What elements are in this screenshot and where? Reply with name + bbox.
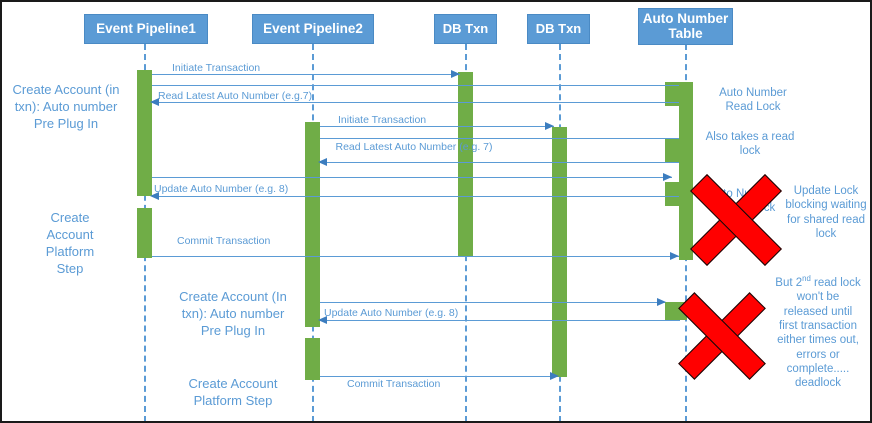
- message-label-update-auto-number-2: Update Auto Number (e.g. 8): [324, 307, 459, 319]
- note-line: Auto Number: [719, 87, 787, 99]
- note-line: for shared read: [787, 213, 865, 226]
- message-line-return-2: [320, 138, 679, 139]
- arrow-update-auto-number-1: [150, 191, 159, 200]
- stage-label-line: Pre Plug In: [200, 322, 266, 338]
- note-auto-number-read-lock: Auto Number Read Lock: [694, 86, 812, 115]
- stage-label-line: Pre Plug In: [33, 115, 99, 131]
- note-line: either times out,: [777, 334, 859, 347]
- message-line-read-latest-auto-number-2: [320, 162, 679, 163]
- arrow-second-update-request: [657, 297, 666, 306]
- note-line: lock: [739, 145, 761, 158]
- message-line-update-request: [152, 177, 672, 178]
- stage-label-line: Create Account (In: [179, 289, 287, 304]
- arrow-commit-transaction-2: [550, 371, 559, 380]
- message-label-update-auto-number-1: Update Auto Number (e.g. 8): [154, 183, 289, 195]
- activation-ep1-main: [137, 70, 152, 196]
- activation-ant-readlock-2: [665, 138, 680, 162]
- participant-auto-number-table[interactable]: Auto Number Table: [638, 8, 733, 45]
- message-line-commit-transaction-2: [320, 376, 554, 377]
- note-also-takes-read-lock: Also takes a read lock: [688, 130, 812, 159]
- note-line: lock: [815, 228, 837, 241]
- participant-db-txn-2[interactable]: DB Txn: [527, 14, 590, 44]
- stage-label-line: Step: [56, 260, 84, 276]
- note-update-lock-blocking: Update Lock blocking waiting for shared …: [780, 184, 870, 242]
- activation-ant-readlock-1: [665, 82, 680, 106]
- note-line: Read Lock: [725, 101, 781, 114]
- note-line: won't be: [796, 291, 840, 304]
- error-x-deadlock: [678, 292, 766, 380]
- stage-label-line: Create Account: [188, 376, 278, 391]
- message-line-update-auto-number-2: [320, 320, 680, 321]
- arrow-read-latest-auto-number-1: [150, 97, 159, 106]
- note-line: Also takes a read: [705, 131, 795, 143]
- message-line-commit-transaction-1: [152, 256, 679, 257]
- stage-label-line: Create: [50, 210, 90, 225]
- activation-ep2-main: [305, 122, 320, 327]
- message-line-second-update-request: [320, 302, 665, 303]
- message-line-initiate-transaction-2: [320, 126, 554, 127]
- activation-ep2-commit: [305, 338, 320, 380]
- stage-label-create-account-pre-plug-in-2: Create Account (In txn): Auto number Pre…: [162, 289, 304, 340]
- participant-db-txn-1[interactable]: DB Txn: [434, 14, 497, 44]
- note-line: But 2nd read lock: [764, 274, 870, 290]
- activation-ep1-commit: [137, 208, 152, 258]
- participant-event-pipeline2[interactable]: Event Pipeline2: [252, 14, 374, 44]
- stage-label-line: Create Account (in: [12, 82, 120, 97]
- stage-label-line: Platform: [45, 243, 95, 259]
- arrow-initiate-transaction-2: [545, 121, 554, 130]
- note-line: complete.....: [786, 363, 850, 376]
- note-line: deadlock: [794, 377, 842, 390]
- message-label-read-latest-auto-number-2: Read Latest Auto Number (e.g. 7): [335, 141, 493, 153]
- message-line-return-1: [152, 85, 679, 86]
- note-deadlock-explanation: But 2nd read lock won't be released unti…: [764, 274, 870, 391]
- note-line: blocking waiting: [785, 199, 867, 212]
- stage-label-create-account-platform-step-2: Create Account Platform Step: [162, 376, 304, 410]
- note-line: released until: [783, 305, 853, 318]
- stage-label-line: txn): Auto number: [181, 305, 285, 321]
- message-label-read-latest-auto-number-1: Read Latest Auto Number (e.g.7): [158, 90, 313, 102]
- message-label-commit-transaction-1: Commit Transaction: [177, 235, 271, 247]
- stage-label-line: txn): Auto number: [14, 98, 118, 114]
- arrow-read-latest-auto-number-2: [318, 157, 327, 166]
- stage-label-line: Account: [46, 226, 94, 242]
- activation-dbtxn1: [458, 72, 473, 256]
- message-label-initiate-transaction-1: Initiate Transaction: [172, 62, 261, 74]
- stage-label-create-account-platform-step-1: Create Account Platform Step: [10, 210, 130, 278]
- stage-label-line: Platform Step: [193, 392, 273, 408]
- error-x-blocked-update-lock: [690, 174, 782, 266]
- note-line: Update Lock: [793, 185, 859, 197]
- arrow-update-request: [663, 172, 672, 181]
- message-line-update-auto-number-1: [152, 196, 679, 197]
- activation-dbtxn2: [552, 127, 567, 377]
- activation-ant-updatelock: [665, 182, 680, 206]
- participant-event-pipeline1[interactable]: Event Pipeline1: [84, 14, 208, 44]
- arrow-initiate-transaction-1: [451, 69, 460, 78]
- message-line-initiate-transaction-1: [152, 74, 460, 75]
- message-label-commit-transaction-2: Commit Transaction: [347, 378, 441, 390]
- arrow-update-auto-number-2: [318, 315, 327, 324]
- note-text-but-2nd-read-lock: But 2nd read lock: [775, 274, 861, 289]
- activation-ant-spine: [679, 82, 693, 260]
- stage-label-create-account-pre-plug-in-1: Create Account (in txn): Auto number Pre…: [2, 82, 130, 133]
- message-label-initiate-transaction-2: Initiate Transaction: [338, 114, 427, 126]
- arrow-commit-transaction-1: [670, 251, 679, 260]
- note-line: first transaction: [779, 319, 857, 332]
- message-line-read-latest-auto-number-1: [152, 102, 679, 103]
- note-line: errors or: [796, 348, 840, 361]
